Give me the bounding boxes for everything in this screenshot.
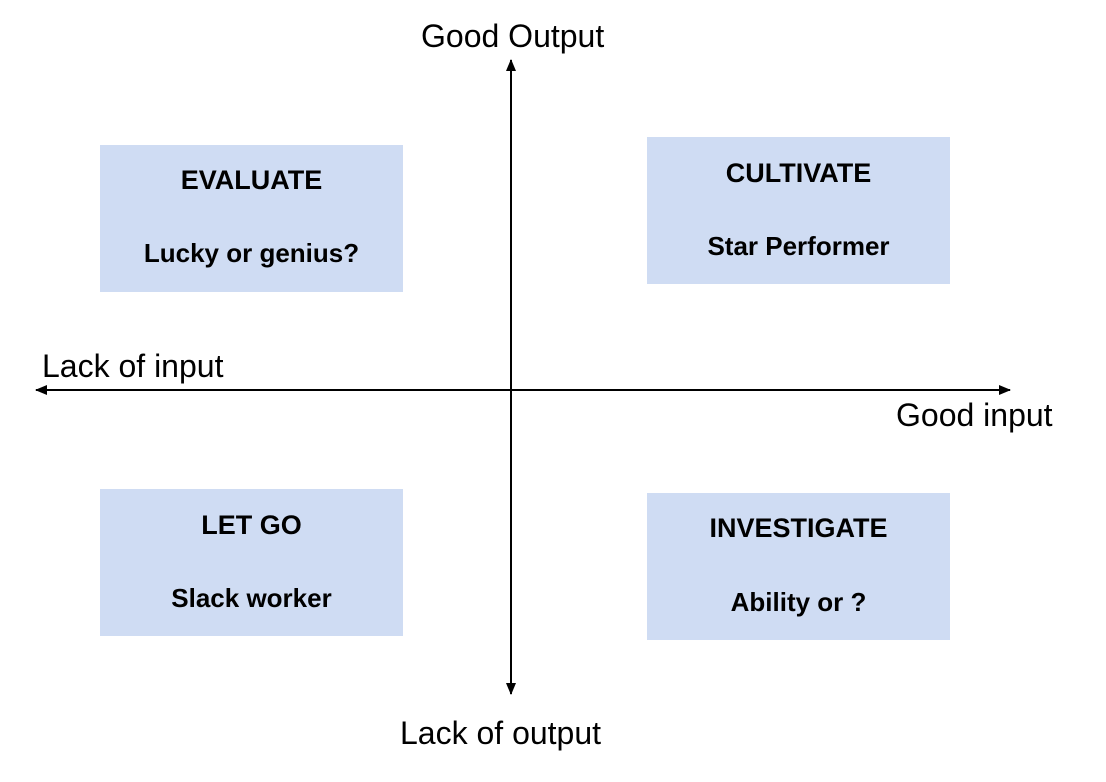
quadrant-evaluate: EVALUATE Lucky or genius? xyxy=(100,145,403,292)
quadrant-subtitle: Star Performer xyxy=(707,231,890,261)
quadrant-subtitle: Slack worker xyxy=(171,583,332,613)
quadrant-subtitle: Ability or ? xyxy=(730,587,867,617)
axis-label-bottom: Lack of output xyxy=(400,715,602,751)
axis-label-right: Good input xyxy=(896,397,1053,433)
quadrant-title: INVESTIGATE xyxy=(709,513,888,543)
quadrant-title: LET GO xyxy=(201,510,302,540)
quadrant-subtitle: Lucky or genius? xyxy=(143,238,360,268)
quadrant-title: CULTIVATE xyxy=(725,158,872,188)
axis-label-top: Good Output xyxy=(421,18,605,54)
quadrant-cultivate: CULTIVATE Star Performer xyxy=(647,137,950,284)
axis-label-left: Lack of input xyxy=(42,348,224,384)
quadrant-let-go: LET GO Slack worker xyxy=(100,489,403,636)
quadrant-title: EVALUATE xyxy=(180,165,323,195)
quadrant-investigate: INVESTIGATE Ability or ? xyxy=(647,493,950,640)
